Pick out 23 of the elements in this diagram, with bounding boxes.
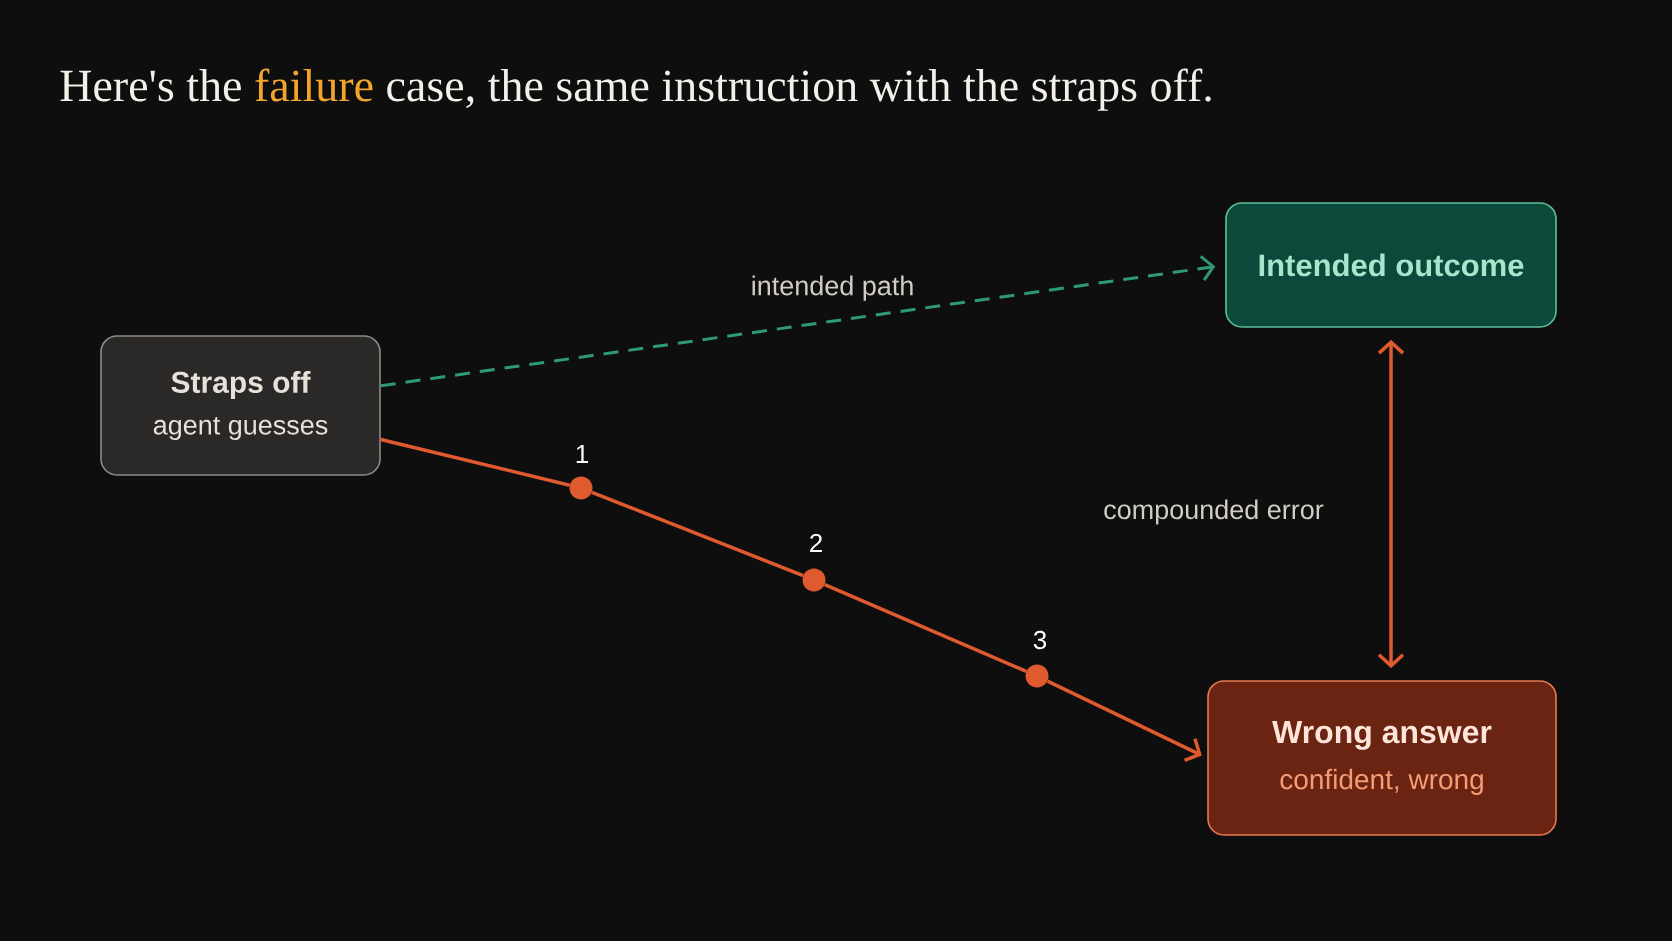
arrow [1046, 679, 1202, 762]
step-dot [1025, 664, 1049, 688]
title: Here's the failure case, the same instruction with the straps off. [60, 68, 1211, 111]
box-heading: Wrong answer [1272, 721, 1492, 750]
step-dot [802, 568, 826, 592]
rounded-box [1207, 680, 1557, 836]
rounded-box [100, 335, 381, 476]
box-heading: Straps off [171, 370, 311, 399]
connector-line [591, 490, 804, 578]
arrow [1377, 339, 1405, 669]
box-subtext: agent guesses [153, 416, 328, 440]
box-subtext: confident, wrong [1280, 768, 1483, 795]
step-number: 1 [576, 445, 588, 463]
connector-line [380, 437, 571, 487]
rounded-box [1225, 202, 1557, 328]
step-number: 2 [810, 533, 822, 553]
connector-line [824, 583, 1027, 673]
box-heading: Intended outcome [1259, 253, 1524, 277]
edge-label: compounded error [1104, 499, 1324, 525]
step-number: 3 [1033, 630, 1047, 650]
step-dot [569, 476, 593, 500]
dashed-arrow [380, 255, 1216, 388]
edge-label: intended path [752, 275, 913, 301]
